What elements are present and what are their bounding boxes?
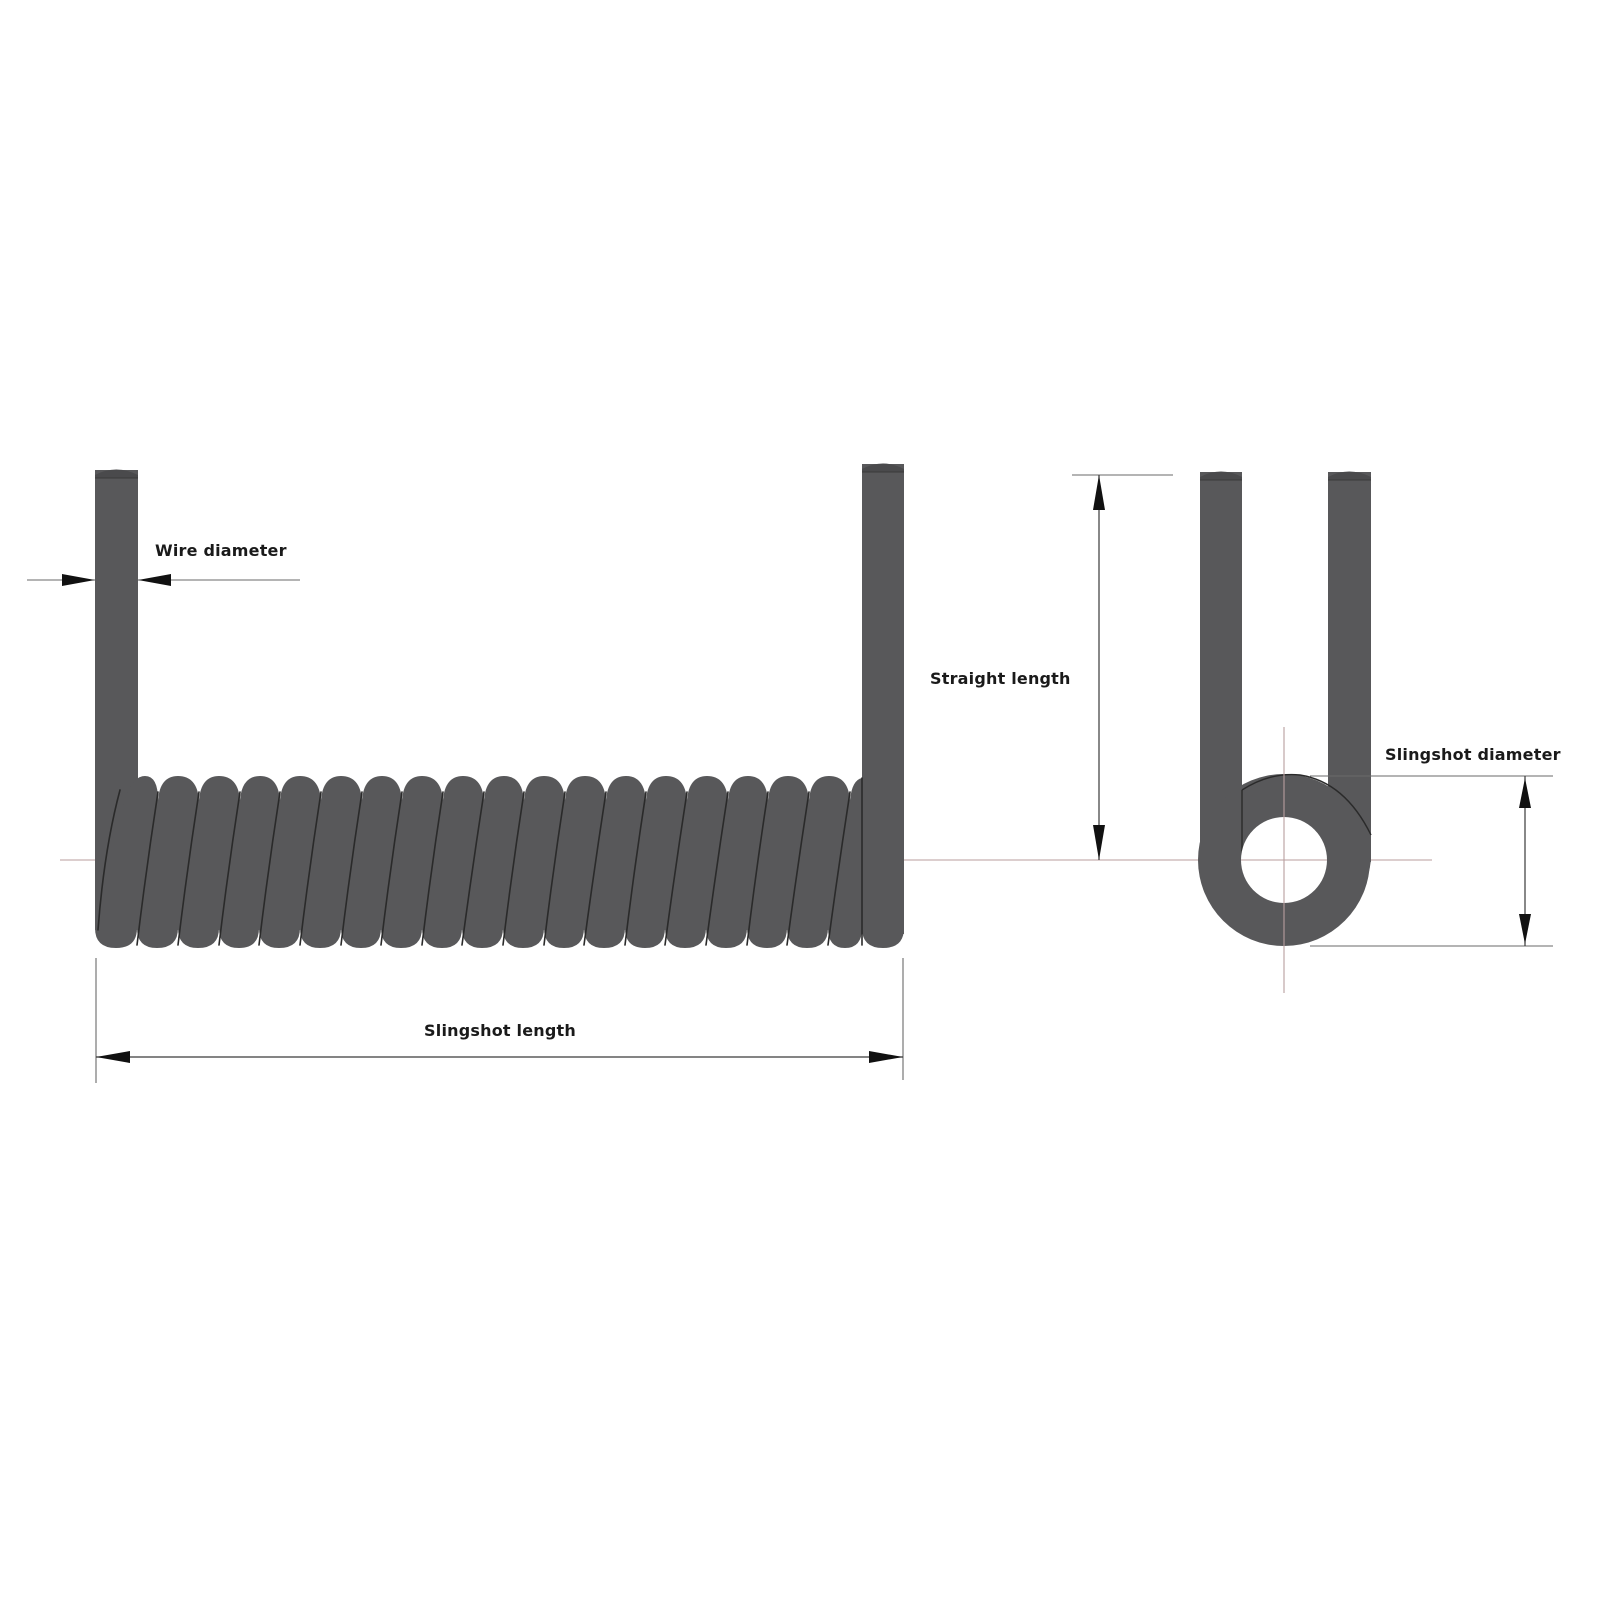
left-leg: [95, 469, 138, 800]
wire-diameter-dimension: Wire diameter: [27, 541, 300, 586]
slingshot-length-label: Slingshot length: [424, 1021, 576, 1040]
slingshot-length-dimension: Slingshot length: [95, 958, 904, 1083]
slingshot-diameter-dimension: Slingshot diameter: [1310, 745, 1561, 947]
wire-diameter-label: Wire diameter: [155, 541, 287, 560]
side-view: Slingshot diameter: [1100, 471, 1561, 993]
straight-length-dimension: Straight length: [930, 474, 1173, 860]
straight-length-label: Straight length: [930, 669, 1071, 688]
coil-body: [95, 776, 904, 948]
slingshot-diameter-label: Slingshot diameter: [1385, 745, 1561, 764]
front-view: Wire diameter Slingshot length: [27, 463, 1100, 1083]
